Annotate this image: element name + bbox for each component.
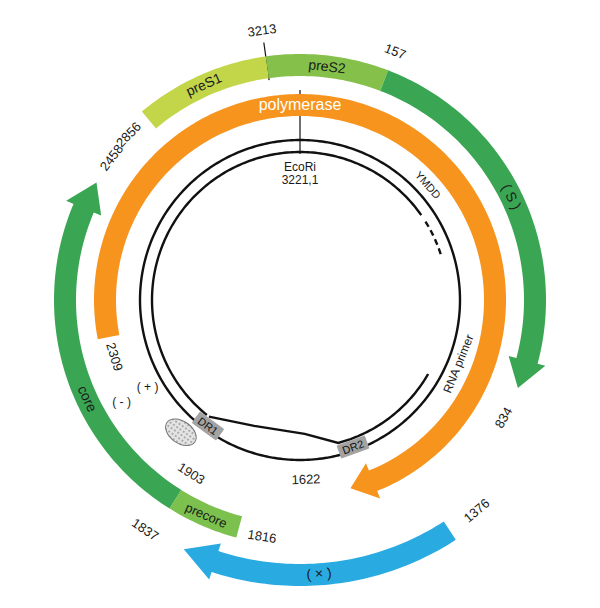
- plus-strand: [152, 152, 421, 415]
- rna-primer-strand: [209, 374, 428, 443]
- direct-repeat-box: DR1: [192, 412, 225, 441]
- gene-name: ( × ): [306, 566, 332, 583]
- position-number: 1903: [175, 460, 207, 487]
- strand-label: ( - ): [112, 396, 131, 409]
- plus-strand-incomplete: [426, 222, 441, 255]
- band-fill: [170, 490, 242, 538]
- direct-repeat-box: DR2: [337, 435, 370, 458]
- band-fill: [266, 54, 388, 91]
- gene-band: preS2: [265, 54, 389, 91]
- band-fill: [54, 183, 181, 509]
- strand-label: ( + ): [137, 381, 159, 394]
- position-number: 1837: [129, 516, 161, 544]
- gene-name: polymerase: [259, 96, 342, 114]
- position-number: 1376: [462, 497, 493, 527]
- band-fill: [184, 521, 456, 586]
- restriction-site: EcoRi 3221,1: [276, 161, 324, 187]
- position-number: 2309: [102, 341, 124, 373]
- position-number: 834: [493, 405, 516, 431]
- position-number: 2458: [97, 142, 126, 174]
- gene-band: precore: [169, 489, 243, 538]
- gene-arrow: ( × ): [183, 521, 456, 586]
- position-number: 1816: [247, 528, 278, 547]
- minus-strand: [140, 140, 460, 460]
- position-number: 3213: [247, 22, 278, 40]
- position-number: 1622: [292, 472, 321, 487]
- position-number: 157: [383, 41, 408, 62]
- band-fill: [94, 94, 506, 498]
- gene-arrow: polymerase: [94, 94, 506, 499]
